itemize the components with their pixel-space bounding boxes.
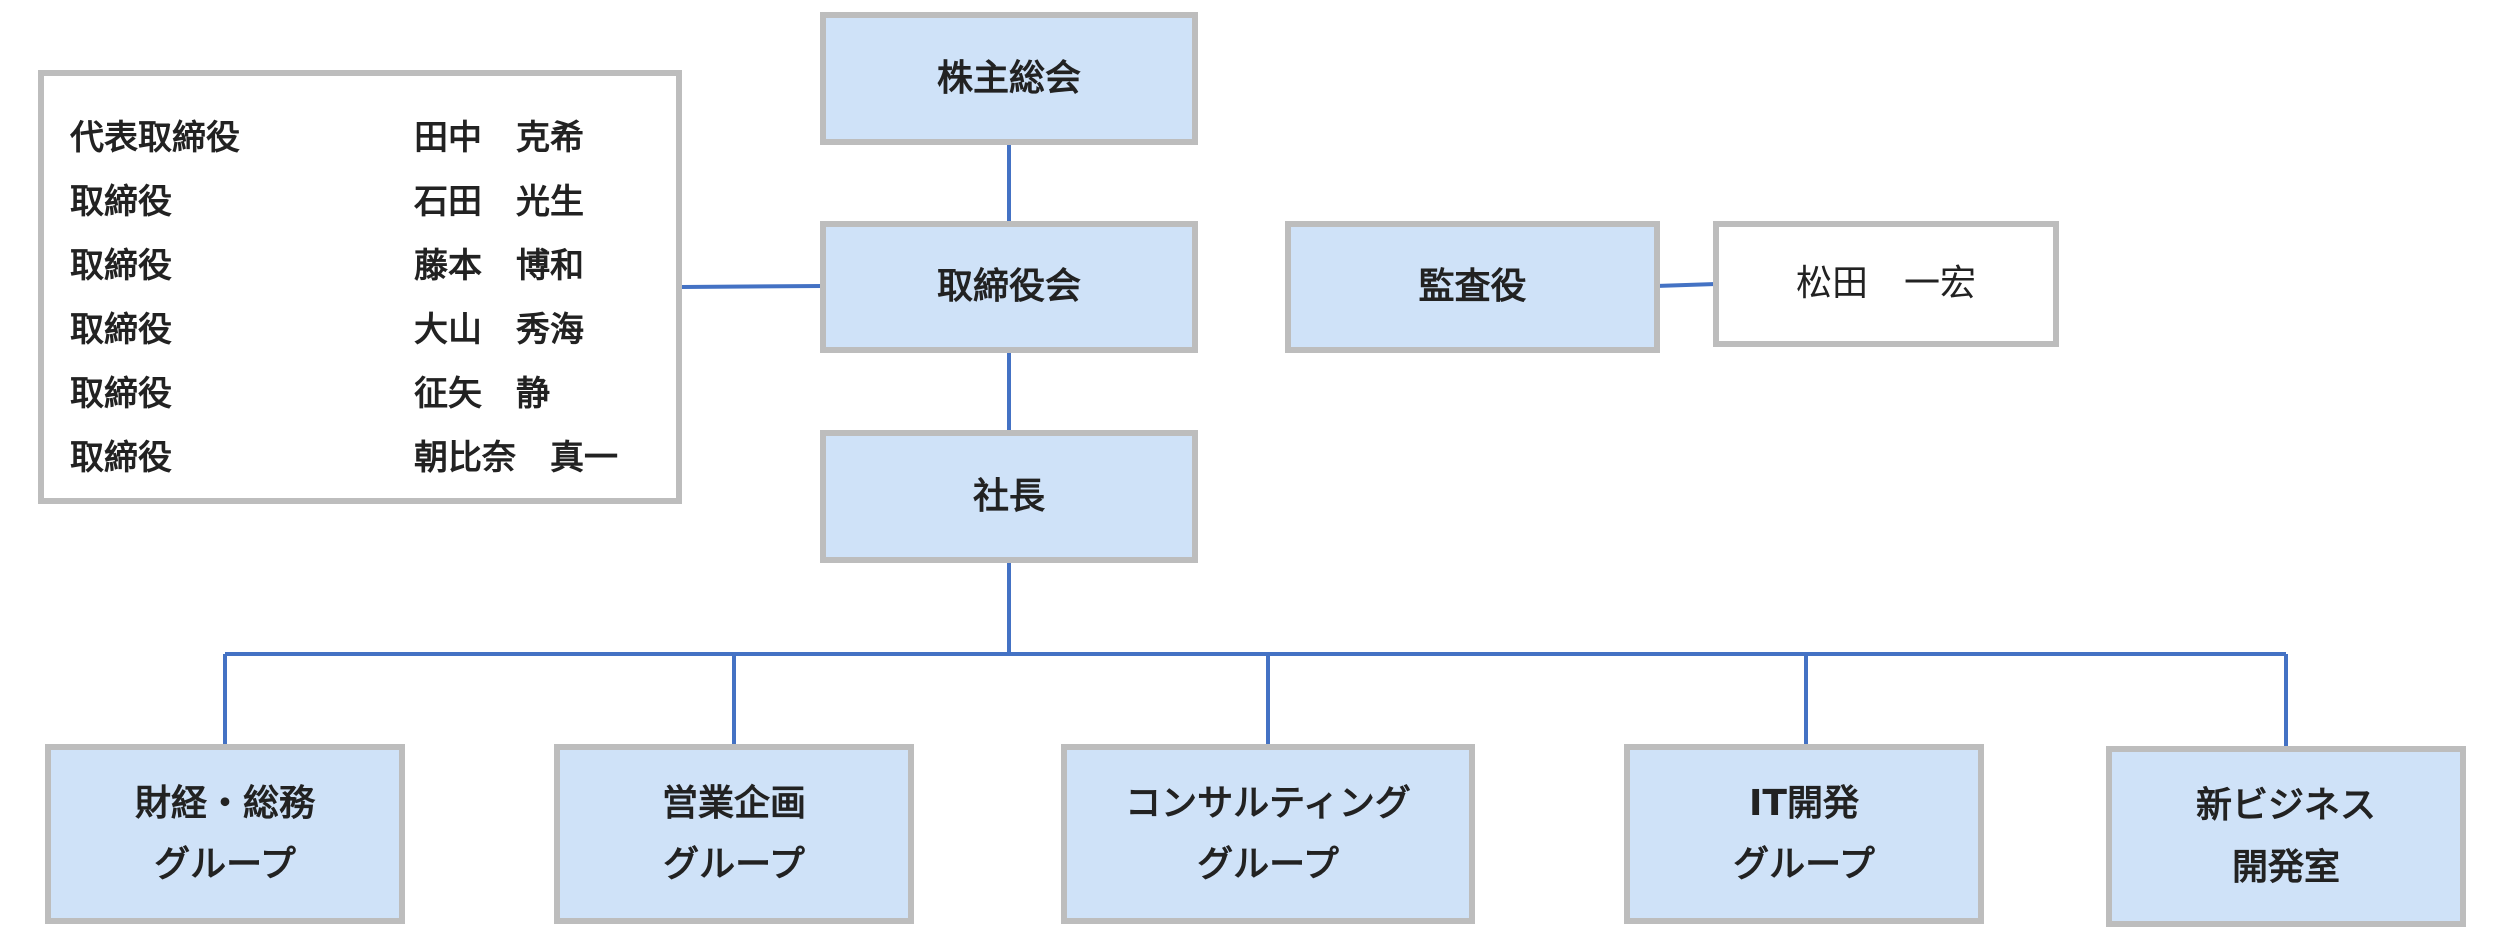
node-group-finance: 財経・総務 グループ [45, 744, 405, 924]
board-member-row: 取締役 石田 光生 [70, 166, 676, 230]
board-member-row: 取締役 朝比奈 真一 [70, 422, 676, 486]
board-member-role: 取締役 [70, 309, 172, 350]
board-member-role: 代表取締役 [70, 117, 240, 158]
node-label: 松田 一宏 [1795, 263, 1976, 305]
connector-board-list [681, 284, 823, 289]
node-label: 社長 [972, 475, 1045, 517]
node-label-line1: 財経・総務 [134, 782, 315, 824]
board-member-row: 取締役 征矢 静 [70, 358, 676, 422]
board-member-name: 藤本 博和 [414, 245, 584, 286]
board-member-role: 取締役 [70, 373, 172, 414]
node-president: 社長 [820, 430, 1198, 563]
node-group-it-development: IT開発 グループ [1624, 744, 1984, 924]
node-group-sales-planning: 営業企画 グループ [554, 744, 914, 924]
board-member-name: 田中 克希 [414, 117, 584, 158]
board-member-name: 石田 光生 [414, 181, 584, 222]
node-label-line1: 新ビジネス [2195, 785, 2376, 827]
node-board-of-directors: 取締役会 [820, 221, 1198, 353]
node-label-line1: コンサルティング [1125, 782, 1411, 824]
board-members-list: 代表取締役 田中 克希 取締役 石田 光生 取締役 藤本 博和 取締役 大山 秀… [38, 70, 682, 504]
node-auditor-name: 松田 一宏 [1713, 221, 2059, 347]
node-shareholders-meeting: 株主総会 [820, 12, 1198, 145]
connector-auditor-name [1655, 282, 1717, 288]
board-member-name: 大山 秀海 [414, 309, 584, 350]
node-auditor: 監査役 [1285, 221, 1660, 353]
node-label-line2: グループ [1197, 844, 1339, 885]
node-label: 株主総会 [936, 57, 1081, 99]
node-label-line2: グループ [1733, 844, 1875, 885]
node-label: 監査役 [1418, 266, 1527, 308]
board-member-row: 取締役 大山 秀海 [70, 294, 676, 358]
node-label-line1: IT開発 [1749, 782, 1859, 824]
board-member-name: 朝比奈 真一 [414, 437, 618, 478]
node-new-business-dev: 新ビジネス 開発室 [2106, 746, 2466, 927]
board-member-role: 取締役 [70, 181, 172, 222]
board-member-row: 代表取締役 田中 克希 [70, 102, 676, 166]
node-label-line2: 開発室 [2231, 846, 2340, 888]
board-member-role: 取締役 [70, 437, 172, 478]
board-member-name: 征矢 静 [414, 373, 550, 414]
node-label: 取締役会 [936, 266, 1081, 308]
board-member-role: 取締役 [70, 245, 172, 286]
node-label-line1: 営業企画 [661, 782, 806, 824]
node-group-consulting: コンサルティング グループ [1061, 744, 1475, 924]
board-member-row: 取締役 藤本 博和 [70, 230, 676, 294]
node-label-line2: グループ [663, 844, 805, 885]
node-label-line2: グループ [154, 844, 296, 885]
